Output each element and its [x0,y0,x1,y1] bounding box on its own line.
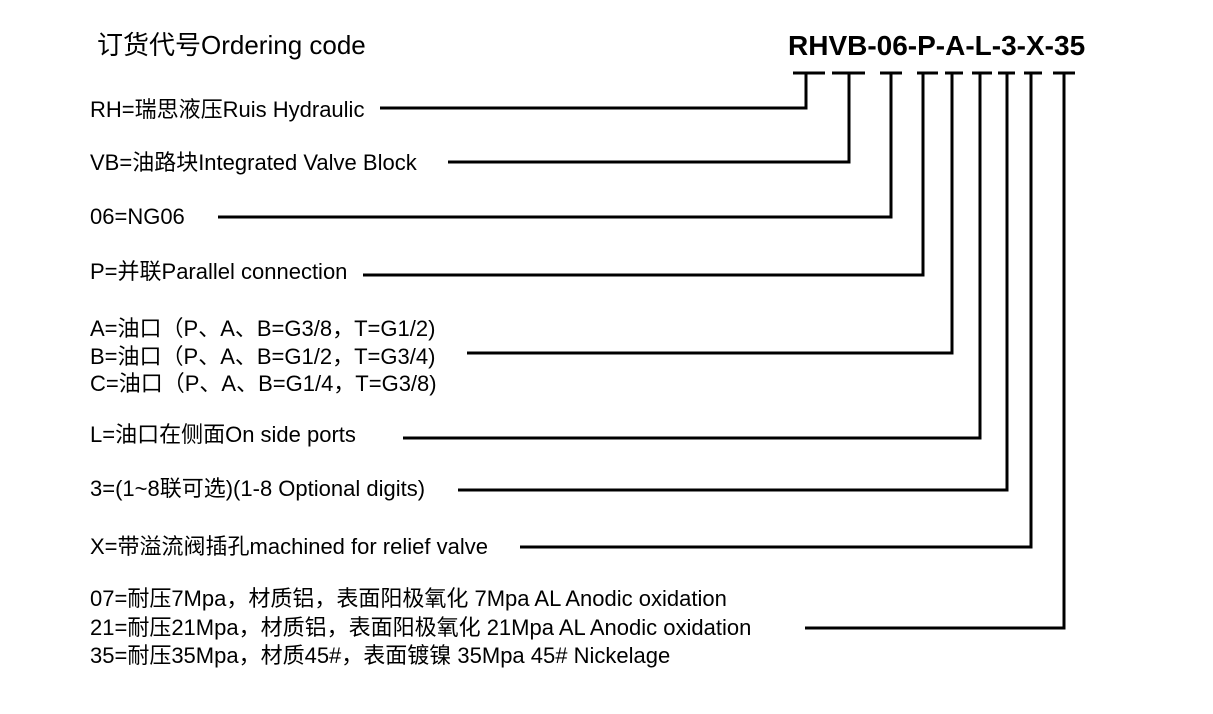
page-title: 订货代号Ordering code [97,30,366,60]
connector-line [805,73,1066,630]
connector-line [380,73,808,110]
connector-line [520,73,1033,549]
connector-line [448,73,851,164]
connector-line [363,73,925,277]
legend-line-port-b: B=油口（P、A、B=G1/2，T=G3/4) [90,343,436,369]
legend-row-pressure-material: 07=耐压7Mpa，材质铝，表面阳极氧化 7Mpa AL Anodic oxid… [90,585,751,671]
legend-row-sections: 3=(1~8联可选)(1-8 Optional digits) [90,476,426,501]
legend-row-side-ports: L=油口在侧面On side ports [90,422,356,447]
legend-row-manufacturer: RH=瑞思液压Ruis Hydraulic [90,97,365,122]
legend-line-port-a: A=油口（P、A、B=G3/8，T=G1/2) [90,316,436,341]
legend-row-port-sizes: A=油口（P、A、B=G3/8，T=G1/2) B=油口（P、A、B=G1/2，… [90,315,437,398]
ordering-code: RHVB-06-P-A-L-3-X-35 [788,30,1086,61]
connector-line [218,73,893,219]
legend-line-pressure-35: 35=耐压35Mpa，材质45#，表面镀镍 35Mpa 45# Nickelag… [90,643,671,668]
legend-line-pressure-07: 07=耐压7Mpa，材质铝，表面阳极氧化 7Mpa AL Anodic oxid… [90,586,727,611]
legend-row-connection: P=并联Parallel connection [90,259,348,284]
connector-line [467,73,954,355]
connector-line [458,73,1009,492]
legend-line-port-c: C=油口（P、A、B=G1/4，T=G3/8) [90,371,437,396]
legend-row-relief-valve: X=带溢流阀插孔machined for relief valve [90,534,488,559]
legend-row-size: 06=NG06 [90,204,185,229]
connector-line [403,73,982,440]
legend-line-pressure-21: 21=耐压21Mpa，材质铝，表面阳极氧化 21Mpa AL Anodic ox… [90,614,752,640]
legend-row-product: VB=油路块Integrated Valve Block [90,150,417,175]
